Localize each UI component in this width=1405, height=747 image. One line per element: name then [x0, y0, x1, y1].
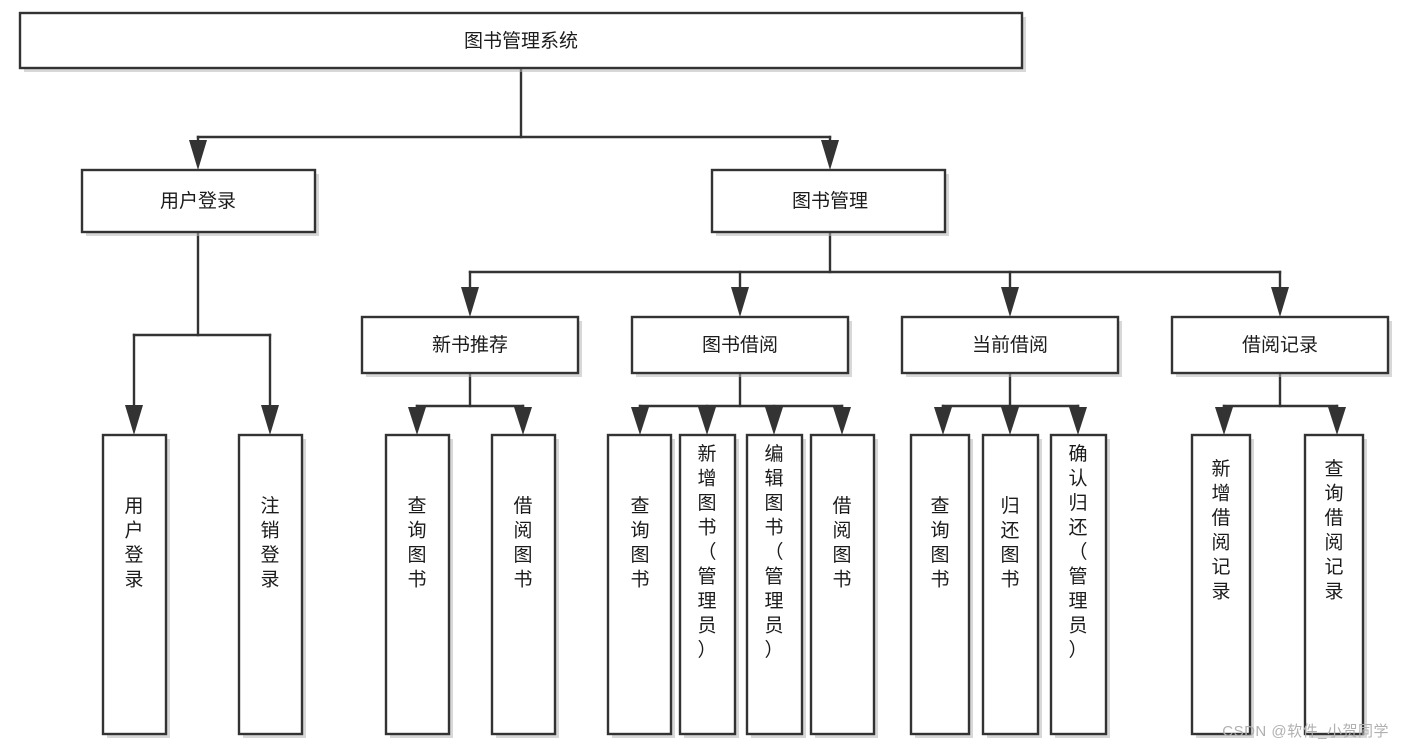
connector-group-user-login	[125, 230, 279, 435]
node-user-login-box[interactable]	[80, 168, 317, 234]
node-leaf-user-login-label: 用户登录	[124, 496, 143, 591]
node-borrow-record-box[interactable]	[1170, 315, 1390, 375]
arrow-to-leaf-borrow-book-1	[514, 407, 532, 435]
node-leaf-return-book-label: 归还图书	[1000, 495, 1019, 591]
node-leaf-borrow-book-1[interactable]: 借阅图书	[490, 433, 559, 738]
node-root-label: 图书管理系统	[464, 30, 578, 52]
node-leaf-query-record-box[interactable]	[1303, 433, 1365, 736]
node-current-borrow-label: 当前借阅	[972, 334, 1048, 356]
connector-group-borrow-record	[1215, 371, 1346, 435]
node-leaf-borrow-book-2[interactable]: 借阅图书	[809, 433, 878, 738]
connector-group-current-borrow	[934, 371, 1087, 435]
arrow-to-leaf-query-book-3	[934, 407, 952, 435]
arrow-to-leaf-query-book-1	[408, 407, 426, 435]
node-leaf-logout-login-label: 注销登录	[260, 495, 279, 591]
node-leaf-query-book-3[interactable]: 查询图书	[909, 433, 973, 738]
node-borrow-record-label: 借阅记录	[1242, 334, 1318, 356]
arrow-to-leaf-return-book	[1001, 407, 1019, 435]
node-leaf-query-record-label: 查询借阅记录	[1324, 458, 1343, 603]
node-root-box[interactable]	[18, 11, 1024, 70]
node-user-login-label: 用户登录	[160, 190, 236, 212]
node-leaf-add-book-box[interactable]	[678, 433, 737, 736]
node-leaf-edit-book-label: 编辑图书（管理员）	[764, 443, 783, 661]
node-current-borrow-box[interactable]	[900, 315, 1120, 375]
node-leaf-edit-book[interactable]: 编辑图书（管理员）	[745, 433, 806, 738]
node-user-login[interactable]: 用户登录	[80, 168, 319, 236]
connector-group-new-book-recommend	[408, 371, 532, 435]
connector-group-book-management	[461, 230, 1289, 317]
node-book-management-label: 图书管理	[792, 190, 868, 212]
node-leaf-query-book-1-label: 查询图书	[407, 495, 426, 591]
arrow-to-leaf-borrow-book-2	[833, 407, 851, 435]
node-book-borrow[interactable]: 图书借阅	[630, 315, 852, 377]
arrow-to-current-borrow	[1001, 287, 1019, 317]
node-leaf-query-book-1[interactable]: 查询图书	[384, 433, 453, 738]
node-new-book-recommend[interactable]: 新书推荐	[360, 315, 582, 377]
node-leaf-logout-login[interactable]: 注销登录	[237, 433, 306, 738]
node-leaf-borrow-book-1-label: 借阅图书	[513, 495, 532, 591]
node-leaf-confirm-return-box[interactable]	[1049, 433, 1108, 736]
node-new-book-recommend-box[interactable]	[360, 315, 580, 375]
node-leaf-query-book-2[interactable]: 查询图书	[606, 433, 675, 738]
node-book-borrow-label: 图书借阅	[702, 334, 778, 356]
arrow-to-leaf-user-login	[125, 405, 143, 435]
node-borrow-record[interactable]: 借阅记录	[1170, 315, 1392, 377]
node-leaf-borrow-book-2-box[interactable]	[809, 433, 876, 736]
node-leaf-query-book-3-box[interactable]	[909, 433, 971, 736]
node-leaf-user-login[interactable]: 用户登录	[101, 433, 170, 738]
node-leaf-query-book-3-label: 查询图书	[930, 495, 949, 591]
node-leaf-borrow-book-1-box[interactable]	[490, 433, 557, 736]
node-leaf-logout-login-box[interactable]	[237, 433, 304, 736]
arrow-to-leaf-confirm-return	[1069, 407, 1087, 435]
node-leaf-return-book[interactable]: 归还图书	[981, 433, 1042, 738]
node-book-borrow-box[interactable]	[630, 315, 850, 375]
node-leaf-query-book-1-box[interactable]	[384, 433, 451, 736]
node-book-management-box[interactable]	[710, 168, 947, 234]
node-current-borrow[interactable]: 当前借阅	[900, 315, 1122, 377]
node-leaf-query-book-2-box[interactable]	[606, 433, 673, 736]
arrow-to-borrow-record	[1271, 287, 1289, 317]
arrow-root-to-user-login	[189, 140, 207, 170]
node-leaf-add-record-label: 新增借阅记录	[1211, 458, 1230, 603]
node-leaf-add-record[interactable]: 新增借阅记录	[1190, 433, 1254, 738]
node-new-book-recommend-label: 新书推荐	[432, 334, 508, 356]
node-leaf-add-book[interactable]: 新增图书（管理员）	[678, 433, 739, 738]
arrow-to-leaf-edit-book	[765, 407, 783, 435]
node-leaf-borrow-book-2-label: 借阅图书	[832, 495, 851, 591]
connector-group-root	[189, 66, 839, 170]
node-book-management[interactable]: 图书管理	[710, 168, 949, 236]
arrow-to-leaf-query-book-2	[631, 407, 649, 435]
node-leaf-return-book-box[interactable]	[981, 433, 1040, 736]
arrow-root-to-book-management	[821, 140, 839, 170]
node-leaf-confirm-return-label: 确认归还（管理员）	[1068, 443, 1087, 661]
node-leaf-confirm-return[interactable]: 确认归还（管理员）	[1049, 433, 1110, 738]
arrow-to-book-borrow	[731, 287, 749, 317]
arrow-to-leaf-add-book	[698, 407, 716, 435]
node-leaf-add-record-box[interactable]	[1190, 433, 1252, 736]
arrow-to-leaf-add-record	[1215, 407, 1233, 435]
connector-group-book-borrow	[631, 371, 851, 435]
arrow-to-new-book-recommend	[461, 287, 479, 317]
node-leaf-query-book-2-label: 查询图书	[630, 495, 649, 591]
csdn-watermark: CSDN @软件_小贺同学	[1222, 723, 1389, 740]
node-leaf-edit-book-box[interactable]	[745, 433, 804, 736]
arrow-to-leaf-logout-login	[261, 405, 279, 435]
node-leaf-user-login-box[interactable]	[101, 433, 168, 736]
node-root[interactable]: 图书管理系统	[18, 11, 1026, 72]
node-leaf-query-record[interactable]: 查询借阅记录	[1303, 433, 1367, 738]
arrow-to-leaf-query-record	[1328, 407, 1346, 435]
node-leaf-add-book-label: 新增图书（管理员）	[697, 443, 716, 661]
